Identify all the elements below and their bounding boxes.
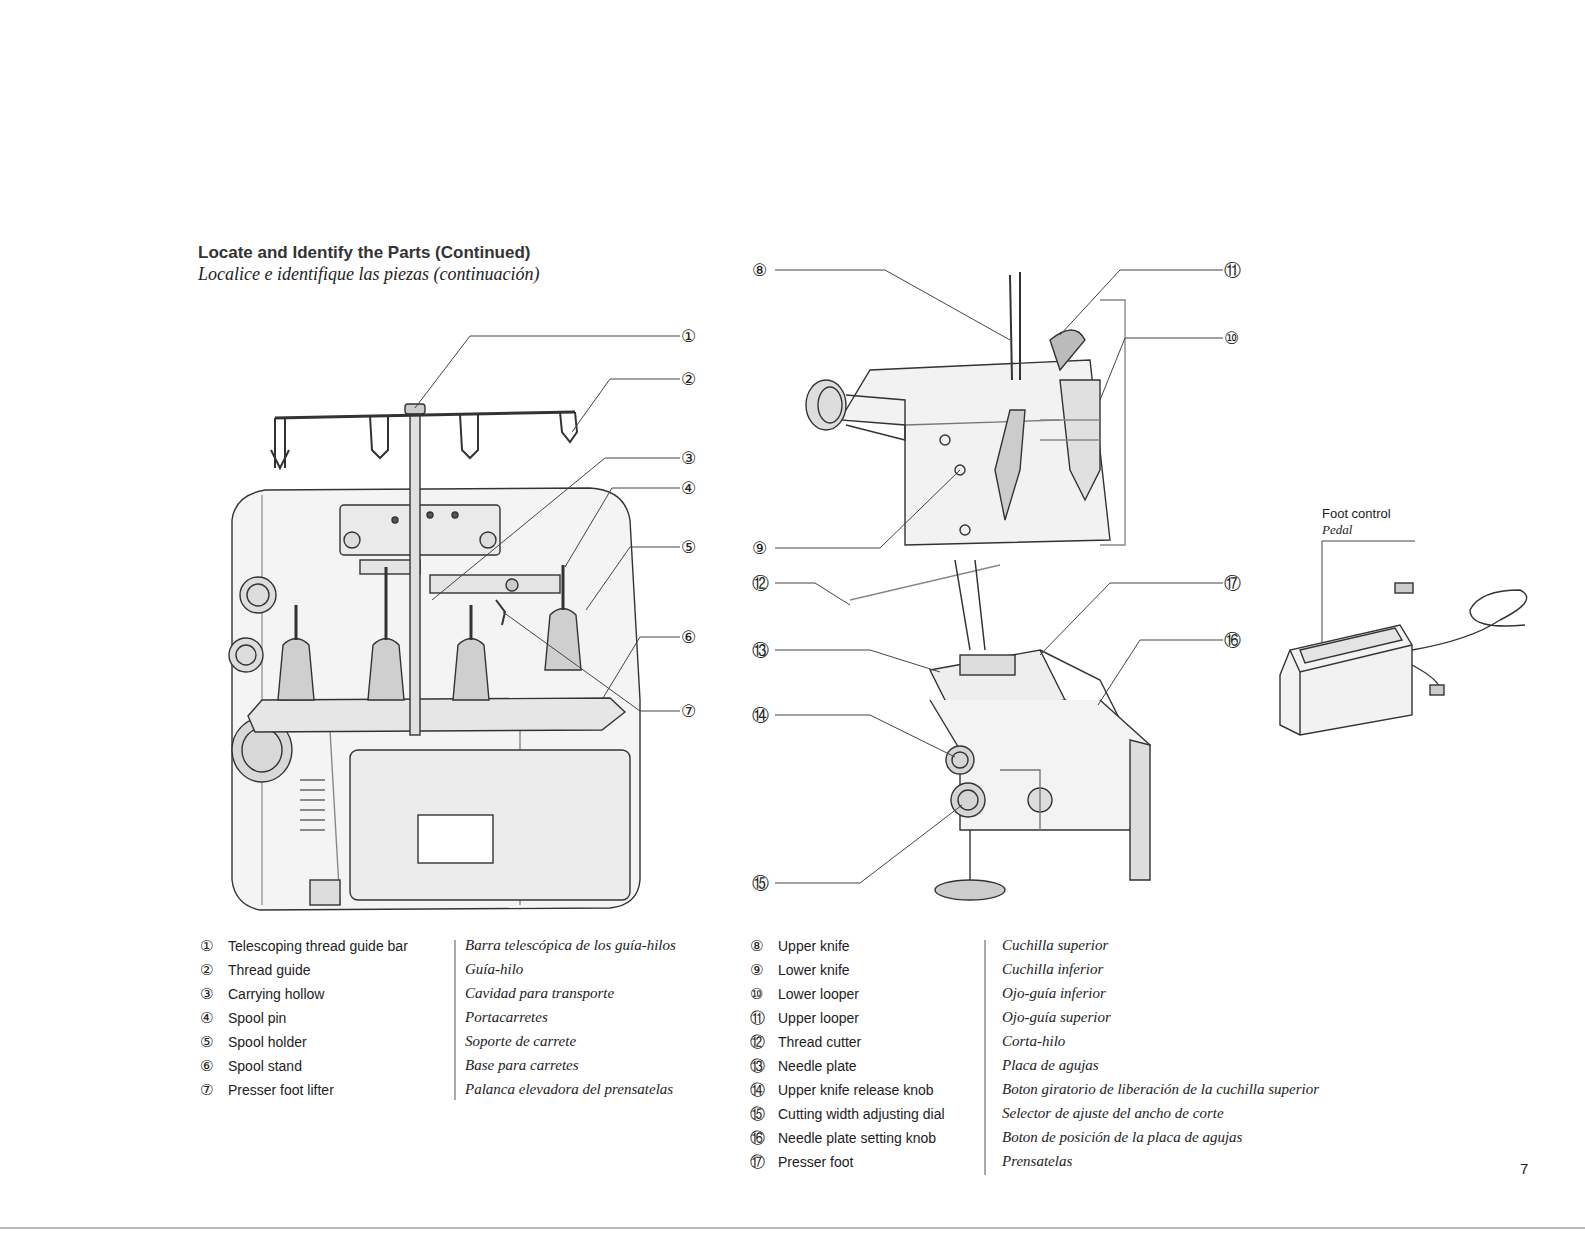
part-name: Base para carretes bbox=[465, 1057, 579, 1074]
part-name: Portacarretes bbox=[465, 1009, 548, 1026]
callout-number: ⑬ bbox=[752, 641, 769, 661]
part-name: Barra telescópica de los guía-hilos bbox=[465, 937, 676, 954]
callout-number: ② bbox=[200, 961, 213, 978]
callout-number: ⑨ bbox=[752, 539, 767, 559]
callout-number: ⑮ bbox=[750, 1105, 765, 1122]
part-name: Selector de ajuste del ancho de corte bbox=[1002, 1105, 1224, 1122]
callout-number: ⑦ bbox=[681, 702, 696, 722]
callout-number: ⑬ bbox=[750, 1057, 765, 1074]
part-name: Pedal bbox=[1322, 523, 1352, 538]
callout-number: ⑫ bbox=[752, 574, 769, 594]
callout-number: ⑯ bbox=[1224, 631, 1241, 651]
callout-number: ⑫ bbox=[750, 1033, 765, 1050]
callout-number: ⑨ bbox=[750, 961, 763, 978]
part-name: Lower looper bbox=[778, 986, 859, 1002]
part-name: Spool holder bbox=[228, 1034, 307, 1050]
callout-number: ⑥ bbox=[681, 628, 696, 648]
callout-number: ⑯ bbox=[750, 1129, 765, 1146]
part-name: Soporte de carrete bbox=[465, 1033, 576, 1050]
part-name: Needle plate bbox=[778, 1058, 857, 1074]
part-name: Presser foot bbox=[778, 1154, 853, 1170]
foot-control bbox=[1280, 541, 1527, 735]
part-name: Upper knife bbox=[778, 938, 850, 954]
callout-number: ③ bbox=[681, 449, 696, 469]
part-name: Telescoping thread guide bar bbox=[228, 938, 408, 954]
part-name: Upper looper bbox=[778, 1010, 859, 1026]
part-name: Prensatelas bbox=[1002, 1153, 1072, 1170]
part-name: Presser foot lifter bbox=[228, 1082, 334, 1098]
part-name: Carrying hollow bbox=[228, 986, 324, 1002]
callout-number: ① bbox=[681, 327, 696, 347]
part-name: Needle plate setting knob bbox=[778, 1130, 936, 1146]
part-name: Foot control bbox=[1322, 507, 1391, 522]
part-name: Thread cutter bbox=[778, 1034, 861, 1050]
part-name: Placa de agujas bbox=[1002, 1057, 1099, 1074]
part-name: Boton giratorio de liberación de la cuch… bbox=[1002, 1081, 1319, 1098]
callout-number: ⑩ bbox=[1224, 329, 1239, 349]
part-name: Cuchilla superior bbox=[1002, 937, 1108, 954]
page-title: Locate and Identify the Parts (Continued… bbox=[198, 243, 530, 263]
part-name: Cavidad para transporte bbox=[465, 985, 614, 1002]
part-name: Spool stand bbox=[228, 1058, 302, 1074]
column-divider bbox=[985, 940, 986, 1175]
callout-number: ⑩ bbox=[750, 985, 763, 1002]
needle-plate-detail bbox=[850, 560, 1150, 900]
callout-number: ⑦ bbox=[200, 1081, 213, 1098]
part-name: Ojo-guía superior bbox=[1002, 1009, 1111, 1026]
page-subtitle: Localice e identifique las piezas (conti… bbox=[198, 264, 539, 285]
callout-number: ⑭ bbox=[750, 1081, 765, 1098]
part-name: Corta-hilo bbox=[1002, 1033, 1065, 1050]
part-name: Thread guide bbox=[228, 962, 311, 978]
callout-number: ② bbox=[681, 370, 696, 390]
callout-number: ① bbox=[200, 937, 213, 954]
callout-number: ⑪ bbox=[750, 1009, 765, 1026]
callout-number: ⑭ bbox=[752, 706, 769, 726]
callout-number: ⑥ bbox=[200, 1057, 213, 1074]
callout-number: ⑰ bbox=[750, 1153, 765, 1170]
callout-number: ③ bbox=[200, 985, 213, 1002]
callout-number: ⑤ bbox=[200, 1033, 213, 1050]
part-name: Boton de posición de la placa de agujas bbox=[1002, 1129, 1242, 1146]
callout-number: ⑮ bbox=[752, 874, 769, 894]
callout-number: ⑧ bbox=[750, 937, 763, 954]
page-number: 7 bbox=[1520, 1160, 1528, 1177]
leader-lines bbox=[415, 336, 680, 711]
part-name: Spool pin bbox=[228, 1010, 286, 1026]
part-name: Upper knife release knob bbox=[778, 1082, 934, 1098]
column-divider bbox=[455, 940, 456, 1100]
part-name: Palanca elevadora del prensatelas bbox=[465, 1081, 673, 1098]
part-name: Ojo-guía inferior bbox=[1002, 985, 1106, 1002]
callout-number: ④ bbox=[681, 479, 696, 499]
page-edge bbox=[0, 1228, 1585, 1229]
callout-number: ⑧ bbox=[752, 261, 767, 281]
knife-looper-detail bbox=[806, 272, 1125, 545]
part-name: Lower knife bbox=[778, 962, 850, 978]
callout-number: ⑪ bbox=[1224, 261, 1241, 281]
callout-number: ④ bbox=[200, 1009, 213, 1026]
callout-number: ⑤ bbox=[681, 538, 696, 558]
callout-number: ⑰ bbox=[1224, 574, 1241, 594]
part-name: Guía-hilo bbox=[465, 961, 523, 978]
leader-lines bbox=[775, 270, 1223, 883]
part-name: Cutting width adjusting dial bbox=[778, 1106, 945, 1122]
part-name: Cuchilla inferior bbox=[1002, 961, 1103, 978]
